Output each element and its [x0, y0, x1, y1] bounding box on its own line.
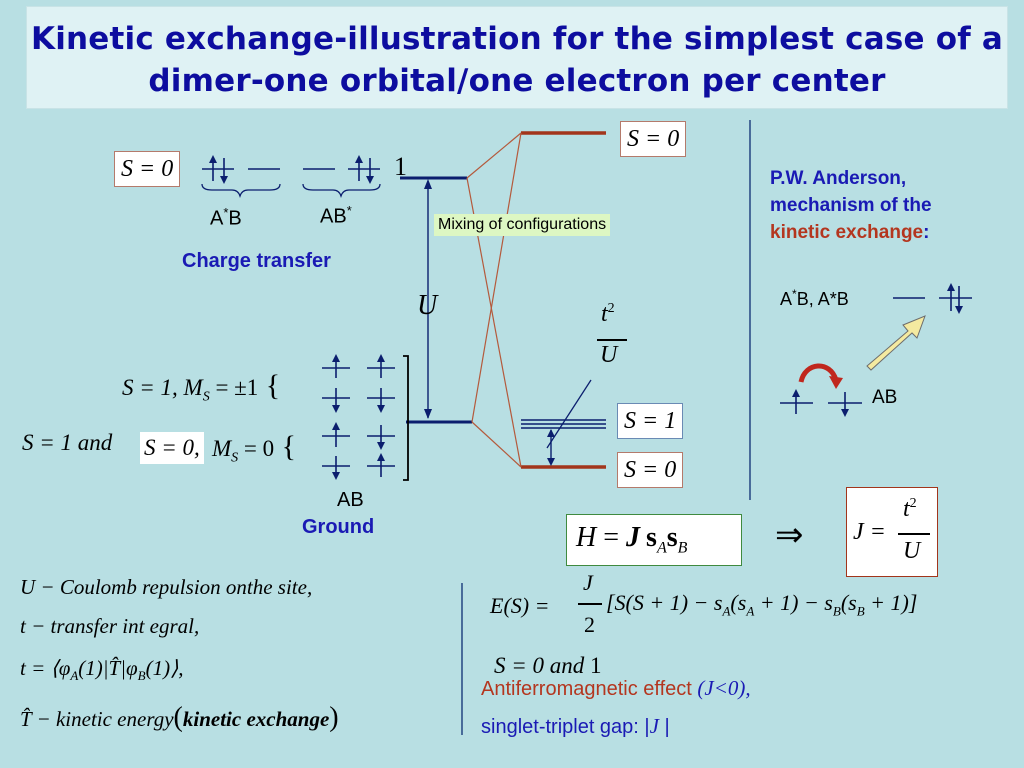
mixing-label: Mixing of configurations [434, 214, 611, 236]
excitation-arrow [866, 315, 926, 371]
definition-t: t − transfer int egral, [20, 614, 200, 638]
anderson-states-label: A*B, A*B [780, 287, 849, 309]
energy-rhs: [S(S + 1) − sA(sA + 1) − sB(sB + 1)] [606, 590, 918, 619]
charge-transfer-config [202, 158, 380, 181]
arrow-heads-top [209, 155, 374, 184]
implies-arrow: ⇒ [775, 517, 804, 554]
title-line-1: Kinetic exchange-illustration for the si… [30, 21, 1004, 57]
ground-label: Ground [302, 516, 375, 538]
energy-values: S = 0 and 1 [494, 653, 602, 678]
top-left-state: S = 0 [121, 156, 174, 182]
anderson-heading: P.W. Anderson, mechanism of the kinetic … [770, 168, 932, 243]
definition-u: U − Coulomb repulsion onthe site, [20, 575, 313, 599]
charge-transfer-label: Charge transfer [182, 250, 331, 272]
gap-pointer [546, 379, 592, 449]
energy-two: 2 [584, 612, 595, 637]
ground-line-2-m: MS = 0 { [212, 430, 297, 466]
label-ab-star: AB* [320, 203, 352, 228]
definition-t-integral: t = ⟨φA(1)|T̂|φB(1)⟩, [20, 656, 184, 684]
singlet-triplet-gap: singlet-triplet gap: |J | [481, 714, 670, 738]
ground-configs [322, 357, 395, 477]
energy-lhs: E(S) = [490, 593, 550, 618]
u-denominator: U [600, 342, 618, 368]
t-squared: t2 [601, 301, 615, 327]
anderson-ab-label: AB [872, 387, 898, 408]
j-definition-box: J = t2 U [846, 487, 938, 577]
level-number: 1 [394, 152, 407, 181]
state-box-lower: S = 0 [617, 452, 684, 488]
definition-kinetic: T̂ − kinetic energy(kinetic exchange) [20, 702, 339, 733]
antiferro-effect: Antiferromagnetic effect (J<0), [481, 676, 751, 700]
ground-arrow-heads [332, 354, 385, 480]
label-a-star-b: A*B [210, 205, 242, 230]
curved-hop-arrow [798, 363, 839, 383]
state-box-upper: S = 0 [620, 121, 687, 157]
title-box: Kinetic exchange-illustration for the si… [26, 6, 1008, 109]
underbrace-ab-star [302, 183, 381, 199]
top-left-state-box: S = 0 [114, 151, 181, 187]
mixing-lines [466, 132, 522, 468]
underbrace-a-star-b [201, 183, 281, 199]
u-arrow-head-top [424, 179, 432, 189]
ground-line-2: S = 1 and [22, 430, 113, 455]
ground-line-1: S = 1, MS = ±1 { [122, 369, 281, 405]
u-label: U [417, 290, 438, 321]
state-box-triplet: S = 1 [617, 403, 684, 439]
energy-j: J [583, 570, 593, 595]
energy-fraction-bar [578, 603, 602, 605]
ground-ab-label: AB [337, 489, 364, 511]
ground-singlet-box: S = 0, [140, 432, 204, 464]
ground-bracket [403, 355, 409, 481]
title-line-2: dimer-one orbital/one electron per cente… [148, 63, 886, 99]
u-arrow-head-bottom [424, 409, 432, 419]
fraction-bar [597, 339, 627, 341]
